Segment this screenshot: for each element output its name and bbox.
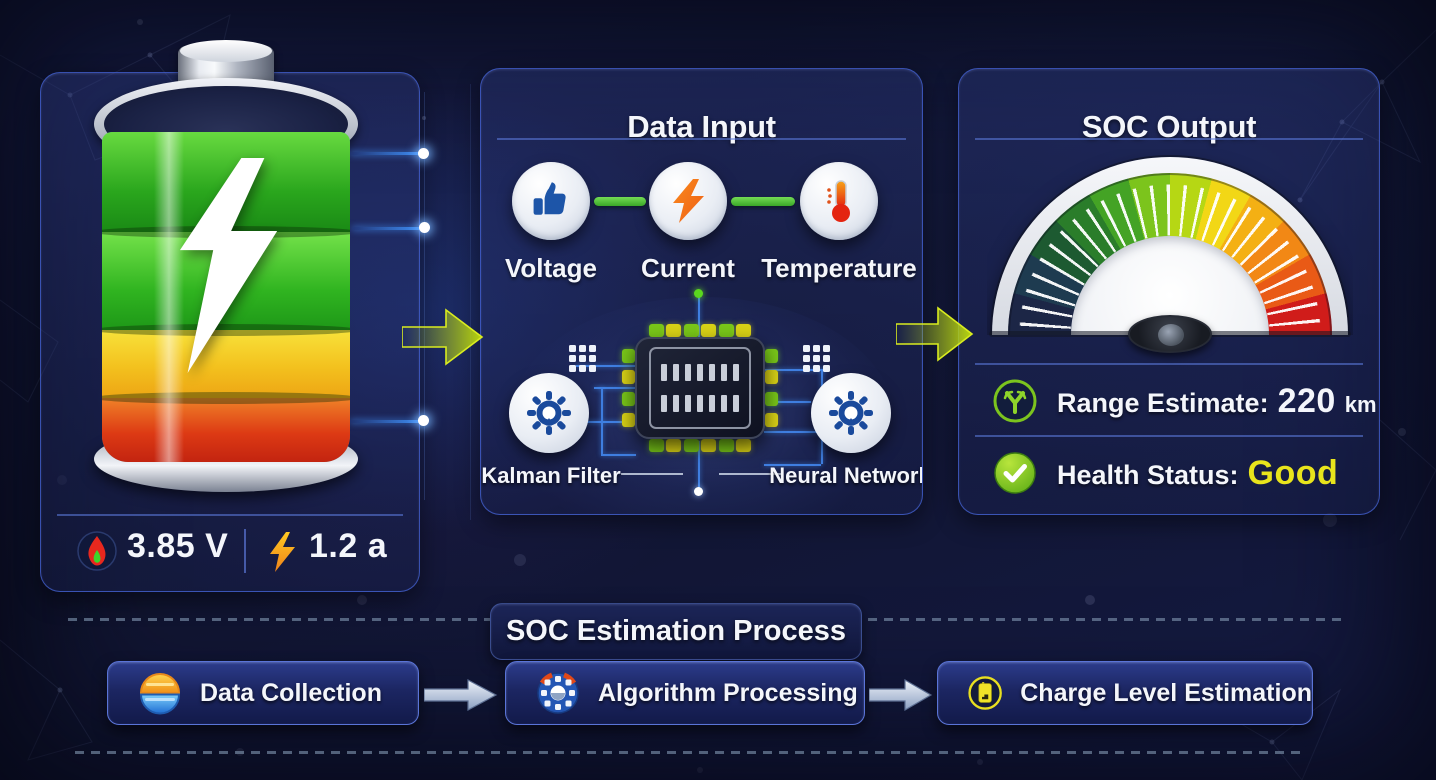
range-estimate-unit: km bbox=[1344, 391, 1377, 417]
circuit-line-decoration bbox=[424, 92, 425, 500]
processor-chip bbox=[622, 324, 778, 452]
pad-cluster bbox=[803, 345, 830, 372]
range-estimate-label: Range Estimate: bbox=[1057, 387, 1269, 418]
temperature-sensor-circle bbox=[800, 162, 878, 240]
range-estimate-value: 220 bbox=[1277, 381, 1336, 420]
connection-trace bbox=[350, 152, 422, 155]
circuit-trace bbox=[698, 297, 700, 337]
route-icon bbox=[993, 379, 1037, 423]
voltage-reading: 3.85 V bbox=[127, 527, 229, 565]
circuit-trace bbox=[764, 464, 821, 466]
battery-illustration bbox=[94, 40, 358, 492]
chip-core bbox=[635, 337, 765, 439]
voltage-label: Voltage bbox=[505, 253, 597, 283]
neural-network-circle bbox=[811, 373, 891, 453]
data-input-panel: Data Input bbox=[480, 68, 923, 515]
connection-trace bbox=[352, 227, 422, 230]
health-status-row: Health Status: Good bbox=[959, 447, 1379, 499]
thermometer-icon bbox=[827, 180, 850, 222]
chip-pins bbox=[622, 349, 635, 427]
thumbs-up-icon bbox=[533, 182, 566, 215]
battery-band-red bbox=[102, 392, 350, 462]
soc-output-panel: SOC Output SOC: 78% Range Estimate: 220 k… bbox=[958, 68, 1380, 515]
label-connector bbox=[621, 473, 683, 475]
panel-divider bbox=[497, 138, 906, 140]
kalman-filter-circle bbox=[509, 373, 589, 453]
panel-divider bbox=[975, 138, 1363, 140]
soc-gauge: SOC: 78% bbox=[987, 149, 1353, 335]
data-input-title: Data Input bbox=[627, 108, 776, 144]
process-arrow bbox=[869, 678, 933, 712]
sensor-connector bbox=[731, 197, 795, 206]
chip-inner-frame bbox=[649, 347, 751, 429]
gauge-knob bbox=[1158, 324, 1184, 346]
gear-icon bbox=[829, 391, 873, 435]
step-algorithm-processing: Algorithm Processing bbox=[505, 661, 865, 725]
circuit-dot-white bbox=[694, 487, 703, 496]
range-estimate-row: Range Estimate: 220 km bbox=[959, 375, 1379, 427]
connection-node bbox=[419, 222, 430, 233]
step-label: Data Collection bbox=[200, 678, 382, 707]
check-icon bbox=[994, 452, 1036, 494]
circuit-trace bbox=[764, 401, 811, 403]
dotted-separator-bottom bbox=[75, 751, 1303, 754]
panel-divider bbox=[975, 435, 1363, 437]
circuit-trace bbox=[764, 431, 836, 433]
label-connector bbox=[719, 473, 781, 475]
circuit-trace bbox=[576, 365, 636, 367]
temperature-label: Temperature bbox=[761, 253, 917, 283]
lightning-icon bbox=[270, 532, 295, 572]
horizon-sphere-icon bbox=[139, 673, 181, 715]
step-charge-level-estimation: Charge Level Estimation bbox=[937, 661, 1313, 725]
readout-divider bbox=[244, 529, 246, 573]
circuit-trace bbox=[601, 454, 636, 456]
lightning-icon bbox=[673, 179, 704, 223]
circuit-trace bbox=[698, 441, 700, 489]
chip-pins bbox=[765, 349, 778, 427]
circuit-dot-green bbox=[694, 289, 703, 298]
battery-icon bbox=[968, 676, 1002, 710]
circuit-trace bbox=[764, 369, 826, 371]
step-data-collection: Data Collection bbox=[107, 661, 419, 725]
connection-node bbox=[418, 415, 429, 426]
soc-output-title: SOC Output bbox=[1081, 108, 1257, 144]
circuit-trace bbox=[601, 387, 603, 454]
chip-pins bbox=[649, 324, 751, 337]
flame-icon bbox=[77, 531, 117, 571]
process-section-title: SOC Estimation Process bbox=[490, 603, 862, 660]
chip-pins bbox=[649, 439, 751, 452]
panel-divider bbox=[975, 363, 1363, 365]
flow-arrow-battery-to-input bbox=[402, 308, 484, 366]
health-status-value: Good bbox=[1247, 453, 1339, 492]
battery-sheen bbox=[154, 132, 184, 462]
step-label: Charge Level Estimation bbox=[1020, 678, 1312, 707]
kalman-filter-label: Kalman Filter bbox=[481, 463, 621, 488]
gear-icon bbox=[527, 391, 571, 435]
circuit-line-decoration bbox=[470, 84, 471, 520]
sensor-connector bbox=[594, 197, 646, 206]
process-arrow bbox=[424, 678, 498, 712]
current-reading: 1.2 a bbox=[309, 527, 388, 565]
chip-gear-icon bbox=[537, 672, 579, 714]
chip-slots bbox=[661, 357, 739, 419]
health-status-label: Health Status: bbox=[1057, 459, 1239, 490]
voltage-sensor-circle bbox=[512, 162, 590, 240]
current-label: Current bbox=[641, 253, 735, 283]
battery-readouts: 3.85 V 1.2 a bbox=[41, 525, 419, 585]
connection-node bbox=[418, 148, 429, 159]
circuit-trace bbox=[581, 421, 636, 423]
neural-network-label: Neural Network bbox=[769, 463, 923, 488]
step-label: Algorithm Processing bbox=[598, 678, 858, 707]
panel-divider bbox=[57, 514, 403, 516]
flow-arrow-input-to-output bbox=[896, 306, 974, 362]
connection-trace bbox=[350, 420, 422, 423]
gauge-pivot bbox=[1128, 315, 1212, 353]
battery-lightning-icon bbox=[179, 158, 278, 373]
pad-cluster bbox=[569, 345, 596, 372]
current-sensor-circle bbox=[649, 162, 727, 240]
circuit-trace bbox=[594, 387, 636, 389]
